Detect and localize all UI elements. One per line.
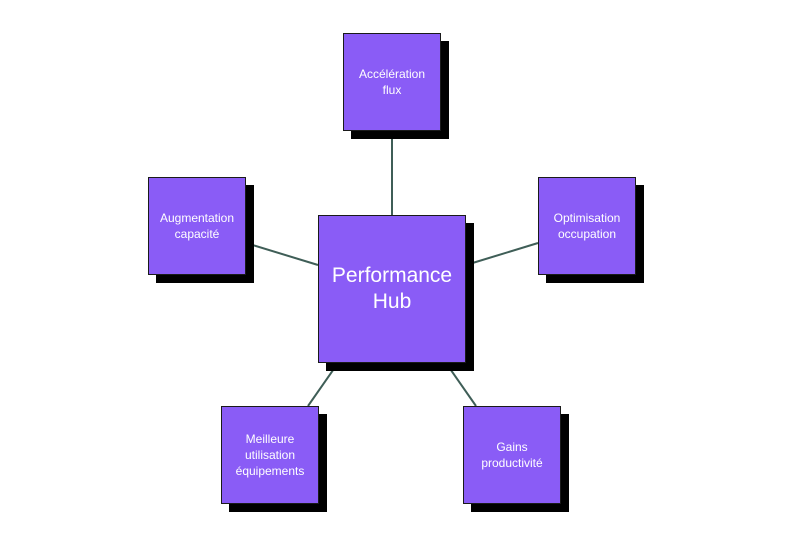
node-label: Optimisation occupation <box>553 211 621 241</box>
connector-hub-bottom-right <box>445 362 477 407</box>
node-label: Meilleure utilisation équipements <box>235 432 305 478</box>
node-label: Augmentation capacité <box>159 211 235 241</box>
hub-label: Performance Hub <box>331 264 453 313</box>
node-meilleure-utilisation-equipements: Meilleure utilisation équipements <box>221 406 319 504</box>
node-augmentation-capacite: Augmentation capacité <box>148 177 246 275</box>
node-label: Accélération flux <box>358 67 426 97</box>
node-optimisation-occupation: Optimisation occupation <box>538 177 636 275</box>
node-label: Gains productivité <box>481 440 543 470</box>
connector-hub-bottom-left <box>307 362 339 407</box>
node-performance-hub: Performance Hub <box>318 215 466 363</box>
node-gains-productivite: Gains productivité <box>463 406 561 504</box>
connector-hub-left <box>245 242 319 266</box>
connector-hub-right <box>465 242 539 266</box>
node-acceleration-flux: Accélération flux <box>343 33 441 131</box>
